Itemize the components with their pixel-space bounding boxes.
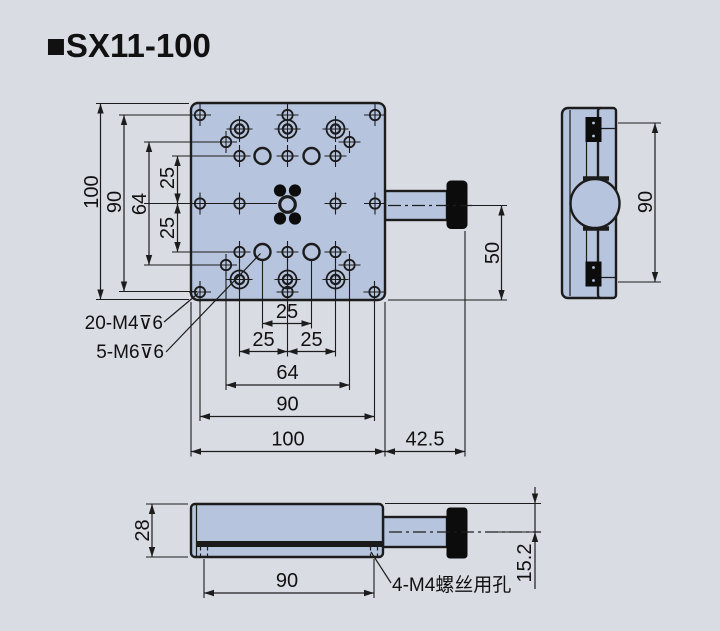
bottom-view: 28 90 15.2 4-M4螺丝用孔 [132,487,541,598]
front-dimensions-left: 100 90 64 25 25 [81,102,277,301]
bottom-callout-label: 4-M4螺丝用孔 [392,574,511,596]
bottom-callout-leader [370,551,392,584]
dim-width-90: 90 [276,394,298,416]
center-hole-cluster [273,184,302,225]
side-knob-circle [569,177,621,230]
dim-height-25-top: 25 [157,167,179,189]
dim-width-100: 100 [271,429,304,451]
dim-height-100: 100 [81,175,103,208]
side-bearing-blocks [585,117,602,287]
dim-knob-extension-42-5: 42.5 [406,429,445,451]
bottom-knob [446,507,468,559]
dim-bottom-15-2: 15.2 [514,544,536,583]
dim-knob-height-50: 50 [482,242,504,264]
bottom-separation-band [197,541,383,547]
dim-width-25-center: 25 [276,301,298,323]
front-dimension-knob-height: 50 [388,204,507,301]
dim-height-64: 64 [129,193,151,215]
callout-m6-label: 5-M6⊽6 [96,342,164,363]
front-callouts: 20-M4⊽6 5-M6⊽6 [85,253,261,363]
dim-height-25-bottom: 25 [157,217,179,239]
dim-width-25-right: 25 [300,329,322,351]
dim-side-90: 90 [635,191,657,213]
dim-bottom-90: 90 [276,570,298,592]
callout-m4-label: 20-M4⊽6 [85,313,163,334]
adjustment-knob [446,180,468,229]
dim-bottom-28: 28 [132,519,154,541]
bottom-m4-screw-holes [199,545,379,557]
dim-height-90: 90 [104,191,126,213]
bottom-body [189,502,385,559]
callout-m4-leader [163,293,199,323]
front-view [188,101,472,304]
page-title: ■SX11-100 [46,27,211,64]
dim-width-25-left: 25 [252,329,274,351]
front-dimensions-bottom: 25 25 25 64 90 100 42.5 [190,231,466,457]
callout-m6-leader [165,253,261,353]
side-view: 90 [560,106,661,300]
dim-width-64: 64 [276,362,298,384]
